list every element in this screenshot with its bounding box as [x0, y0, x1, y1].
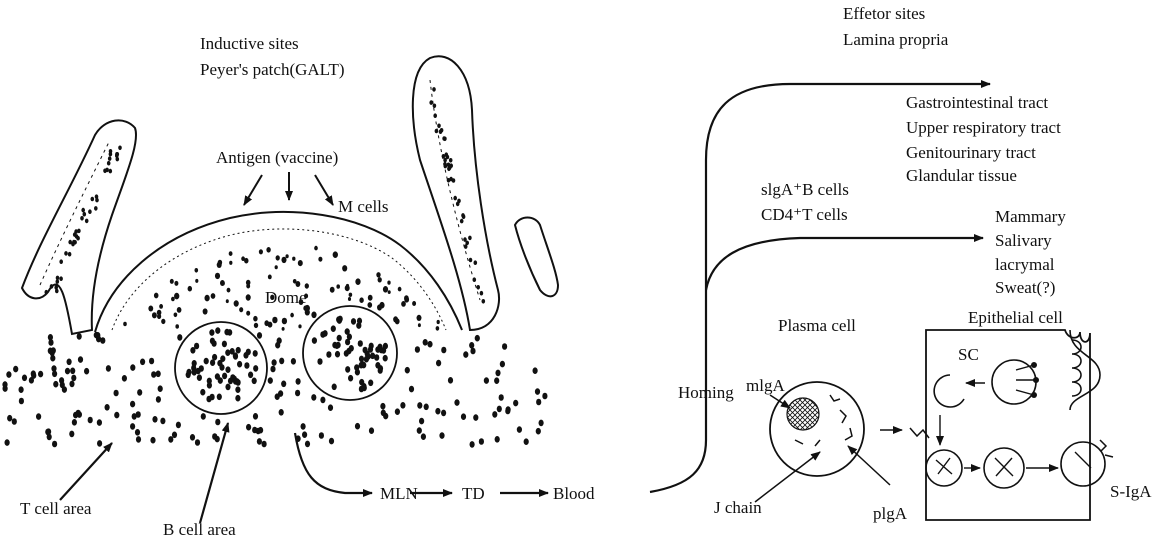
t-cell-area-label: T cell area — [20, 499, 92, 518]
s-iga-label: S-IgA — [1110, 482, 1152, 501]
effector-target: Mammary — [995, 207, 1066, 226]
lamina-propria-label: Lamina propria — [843, 30, 949, 49]
effector-target: Glandular tissue — [906, 166, 1017, 185]
effector-target: lacrymal — [995, 255, 1055, 274]
effector-sites-title: Effetor sites — [843, 4, 925, 23]
plasma-cell-label: Plasma cell — [778, 316, 856, 335]
effector-target: Genitourinary tract — [906, 143, 1036, 162]
b-cell-area-label: B cell area — [163, 520, 236, 539]
blood-label: Blood — [553, 484, 595, 503]
homing-label: Homing — [678, 383, 734, 402]
plasma-cell — [755, 382, 929, 502]
cd4-t-cells-label: CD4⁺T cells — [761, 205, 848, 224]
m-cells-label: M cells — [338, 197, 389, 216]
siga-b-cells-label: slgA⁺B cells — [761, 180, 849, 199]
effector-target: Upper respiratory tract — [906, 118, 1061, 137]
homing-arrow-lower — [706, 238, 983, 290]
peyers-patch-label: Peyer's patch(GALT) — [200, 60, 345, 79]
effector-target: Gastrointestinal tract — [906, 93, 1048, 112]
inductive-sites-title: Inductive sites — [200, 34, 299, 53]
dome-surface — [95, 212, 462, 332]
j-chain-label: J chain — [714, 498, 762, 517]
right-tail — [515, 218, 558, 297]
peyers-patch — [2, 56, 558, 447]
effector-targets-1: Gastrointestinal tract Upper respiratory… — [906, 93, 1061, 185]
miga-label: mlgA — [746, 376, 785, 395]
mln-label: MLN — [380, 484, 418, 503]
effector-target: Salivary — [995, 231, 1052, 250]
antigen-label: Antigen (vaccine) — [216, 148, 338, 167]
epithelial-cell — [926, 330, 1113, 520]
epithelial-cell-label: Epithelial cell — [968, 308, 1063, 327]
effector-targets-2: Mammary Salivary lacrymal Sweat(?) — [995, 207, 1066, 297]
t-cell-area-arrow — [60, 443, 112, 500]
sc-label: SC — [958, 345, 979, 364]
effector-target: Sweat(?) — [995, 278, 1055, 297]
plasma-nucleus — [787, 398, 819, 430]
td-label: TD — [462, 484, 485, 503]
piga-label: plgA — [873, 504, 908, 523]
antigen-arrows — [244, 172, 333, 205]
dome-label: Dome — [265, 288, 307, 307]
